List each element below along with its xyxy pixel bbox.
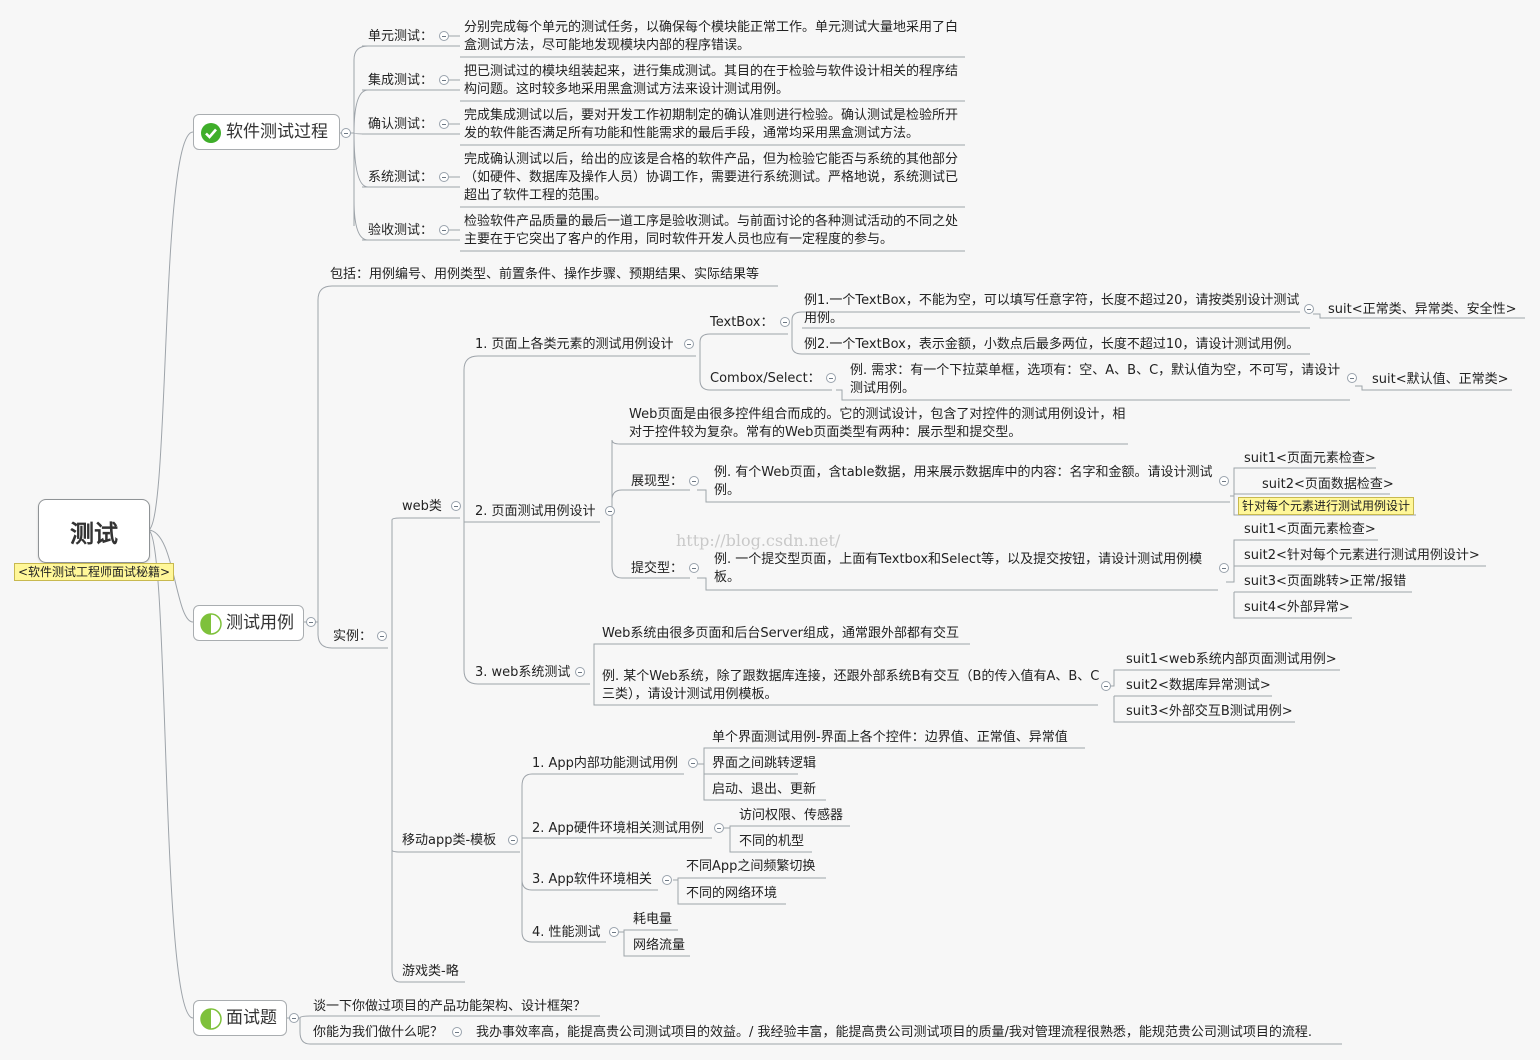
collapse-toggle-icon[interactable] bbox=[689, 476, 699, 486]
collapse-toggle-icon[interactable] bbox=[1101, 681, 1111, 691]
collapse-toggle-icon[interactable] bbox=[439, 225, 449, 235]
collapse-toggle-icon[interactable] bbox=[306, 617, 316, 627]
textbox-suit[interactable]: suit<正常类、异常类、安全性> bbox=[1328, 302, 1517, 317]
submit-type-example[interactable]: 例. 一个提交型页面，上面有Textbox和Select等，以及提交按钮，请设计… bbox=[714, 552, 1203, 585]
textbox-label[interactable]: TextBox： bbox=[710, 315, 774, 330]
mobile-group-4-item[interactable]: 网络流量 bbox=[633, 938, 686, 953]
submit-suit-1[interactable]: suit1<页面元素检查> bbox=[1244, 522, 1376, 537]
collapse-toggle-icon[interactable] bbox=[605, 506, 615, 516]
process-integration-desc: 把已测试过的模块组装起来，进行集成测试。其目的在于检验与软件设计相关的程序结构问… bbox=[464, 64, 959, 97]
collapse-toggle-icon[interactable] bbox=[439, 31, 449, 41]
progress-pie-icon bbox=[200, 613, 222, 635]
display-suit-1[interactable]: suit1<页面元素检查> bbox=[1244, 451, 1376, 466]
collapse-toggle-icon[interactable] bbox=[341, 128, 351, 138]
topic-test-cases[interactable]: 测试用例 bbox=[193, 605, 304, 641]
submit-suit-3[interactable]: suit3<页面跳转>正常/报错 bbox=[1244, 574, 1407, 589]
collapse-toggle-icon[interactable] bbox=[451, 501, 461, 511]
web-system-intro[interactable]: Web系统由很多页面和后台Server组成，通常跟外部都有交互 bbox=[602, 626, 959, 641]
mobile-group-2[interactable]: 2. App硬件环境相关测试用例 bbox=[532, 821, 704, 836]
page-elements-label[interactable]: 1. 页面上各类元素的测试用例设计 bbox=[475, 337, 674, 352]
collapse-toggle-icon[interactable] bbox=[452, 1027, 462, 1037]
progress-pie-icon bbox=[200, 1008, 222, 1030]
interview-answer-2[interactable]: 我办事效率高，能提高贵公司测试项目的效益。/ 我经验丰富，能提高贵公司测试项目的… bbox=[476, 1025, 1313, 1040]
display-type-label[interactable]: 展现型： bbox=[631, 474, 684, 489]
mobile-group-3[interactable]: 3. App软件环境相关 bbox=[532, 872, 652, 887]
page-test-intro[interactable]: Web页面是由很多控件组合而成的。它的测试设计，包含了对控件的测试用例设计，相对… bbox=[629, 407, 1126, 440]
mobile-group-1-item[interactable]: 单个界面测试用例-界面上各个控件：边界值、正常值、异常值 bbox=[712, 730, 1068, 745]
process-confirm-desc: 完成集成测试以后，要对开发工作初期制定的确认准则进行检验。确认测试是检验所开发的… bbox=[464, 108, 959, 141]
web-system-suit-3[interactable]: suit3<外部交互B测试用例> bbox=[1126, 704, 1293, 719]
cases-include[interactable]: 包括：用例编号、用例类型、前置条件、操作步骤、预期结果、实际结果等 bbox=[330, 267, 760, 282]
topic-software-test-process[interactable]: 软件测试过程 bbox=[193, 114, 340, 150]
mobile-group-2-item[interactable]: 访问权限、传感器 bbox=[739, 808, 844, 823]
game-label[interactable]: 游戏类-略 bbox=[402, 964, 459, 979]
display-suit-2[interactable]: suit2<页面数据检查> bbox=[1262, 477, 1394, 492]
collapse-toggle-icon[interactable] bbox=[1347, 373, 1357, 383]
process-acceptance-label[interactable]: 验收测试： bbox=[368, 223, 434, 238]
collapse-toggle-icon[interactable] bbox=[439, 119, 449, 129]
collapse-toggle-icon[interactable] bbox=[439, 75, 449, 85]
process-unit-label[interactable]: 单元测试： bbox=[368, 29, 434, 44]
collapse-toggle-icon[interactable] bbox=[1219, 476, 1229, 486]
mobile-group-3-item[interactable]: 不同的网络环境 bbox=[686, 886, 778, 901]
topic-label: 面试题 bbox=[226, 1008, 277, 1028]
collapse-toggle-icon[interactable] bbox=[688, 758, 698, 768]
web-system-example[interactable]: 例. 某个Web系统，除了跟数据库连接，还跟外部系统B有交互（B的传入值有A、B… bbox=[602, 669, 1100, 702]
root-note: <软件测试工程师面试秘籍> bbox=[14, 563, 175, 581]
collapse-toggle-icon[interactable] bbox=[662, 875, 672, 885]
interview-question-1[interactable]: 谈一下你做过项目的产品功能架构、设计框架？ bbox=[313, 999, 587, 1014]
process-acceptance-desc: 检验软件产品质量的最后一道工序是验收测试。与前面讨论的各种测试活动的不同之处主要… bbox=[464, 214, 959, 247]
interview-question-2[interactable]: 你能为我们做什么呢？ bbox=[313, 1025, 444, 1040]
textbox-example-2[interactable]: 例2.一个TextBox，表示金额，小数点后最多两位，长度不超过10，请设计测试… bbox=[804, 337, 1300, 352]
web-system-suit-2[interactable]: suit2<数据库异常测试> bbox=[1126, 678, 1271, 693]
collapse-toggle-icon[interactable] bbox=[826, 373, 836, 383]
mobile-group-1[interactable]: 1. App内部功能测试用例 bbox=[532, 756, 678, 771]
root-topic[interactable]: 测试 bbox=[38, 499, 150, 563]
mobile-group-2-item[interactable]: 不同的机型 bbox=[739, 834, 805, 849]
cases-example-label[interactable]: 实例： bbox=[333, 629, 373, 644]
mobile-group-4[interactable]: 4. 性能测试 bbox=[532, 925, 601, 940]
display-type-example[interactable]: 例. 有个Web页面，含table数据，用来展示数据库中的内容：名字和金额。请设… bbox=[714, 465, 1213, 498]
combox-example[interactable]: 例. 需求：有一个下拉菜单框，选项有：空、A、B、C，默认值为空，不可写，请设计… bbox=[850, 363, 1341, 396]
collapse-toggle-icon[interactable] bbox=[714, 823, 724, 833]
mobile-group-1-item[interactable]: 启动、退出、更新 bbox=[712, 782, 817, 797]
topic-label: 测试用例 bbox=[226, 613, 294, 633]
collapse-toggle-icon[interactable] bbox=[377, 631, 387, 641]
mobile-group-4-item[interactable]: 耗电量 bbox=[633, 912, 673, 927]
process-unit-desc: 分别完成每个单元的测试任务，以确保每个模块能正常工作。单元测试大量地采用了白盒测… bbox=[464, 20, 959, 53]
topic-label: 软件测试过程 bbox=[226, 122, 328, 142]
web-system-suit-1[interactable]: suit1<web系统内部页面测试用例> bbox=[1126, 652, 1337, 667]
collapse-toggle-icon[interactable] bbox=[689, 563, 699, 573]
collapse-toggle-icon[interactable] bbox=[508, 835, 518, 845]
collapse-toggle-icon[interactable] bbox=[1304, 304, 1314, 314]
web-system-label[interactable]: 3. web系统测试 bbox=[475, 665, 571, 680]
page-test-label[interactable]: 2. 页面测试用例设计 bbox=[475, 504, 596, 519]
process-system-desc: 完成确认测试以后，给出的应该是合格的软件产品，但为检验它能否与系统的其他部分（如… bbox=[464, 152, 959, 203]
mobile-group-3-item[interactable]: 不同App之间频繁切换 bbox=[686, 859, 816, 874]
process-system-label[interactable]: 系统测试： bbox=[368, 170, 434, 185]
combox-label[interactable]: Combox/Select： bbox=[710, 371, 821, 386]
submit-suit-4[interactable]: suit4<外部异常> bbox=[1244, 600, 1350, 615]
mobile-label[interactable]: 移动app类-模板 bbox=[402, 833, 497, 848]
watermark: http://blog.csdn.net/ bbox=[676, 531, 841, 550]
display-suit-note: 针对每个元素进行测试用例设计 bbox=[1238, 497, 1415, 515]
submit-type-label[interactable]: 提交型： bbox=[631, 561, 684, 576]
collapse-toggle-icon[interactable] bbox=[684, 339, 694, 349]
process-integration-label[interactable]: 集成测试： bbox=[368, 73, 434, 88]
collapse-toggle-icon[interactable] bbox=[575, 667, 585, 677]
submit-suit-2[interactable]: suit2<针对每个元素进行测试用例设计> bbox=[1244, 548, 1480, 563]
collapse-toggle-icon[interactable] bbox=[780, 317, 790, 327]
mobile-group-1-item[interactable]: 界面之间跳转逻辑 bbox=[712, 756, 817, 771]
textbox-example-1[interactable]: 例1.一个TextBox，不能为空，可以填写任意字符，长度不超过20，请按类别设… bbox=[804, 293, 1300, 326]
collapse-toggle-icon[interactable] bbox=[609, 927, 619, 937]
check-icon bbox=[201, 123, 221, 143]
process-confirm-label[interactable]: 确认测试： bbox=[368, 117, 434, 132]
collapse-toggle-icon[interactable] bbox=[439, 172, 449, 182]
collapse-toggle-icon[interactable] bbox=[289, 1013, 299, 1023]
topic-interview[interactable]: 面试题 bbox=[193, 1000, 287, 1036]
combox-suit[interactable]: suit<默认值、正常类> bbox=[1372, 372, 1509, 387]
collapse-toggle-icon[interactable] bbox=[1219, 563, 1229, 573]
web-label[interactable]: web类 bbox=[402, 499, 442, 514]
